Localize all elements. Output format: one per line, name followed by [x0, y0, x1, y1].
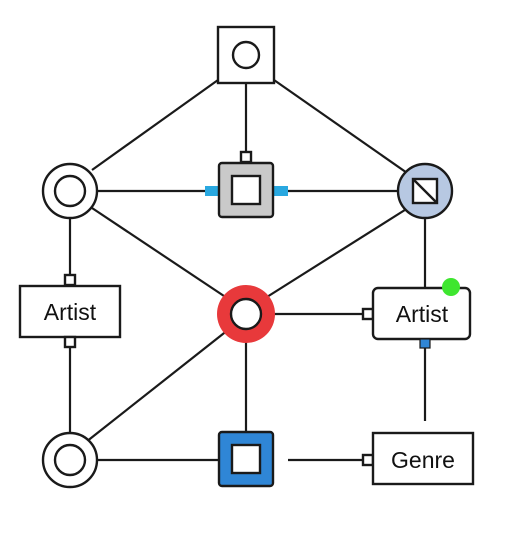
artist-right-label: Artist	[396, 301, 449, 327]
port-connector-left	[361, 307, 375, 321]
port-connector-top	[239, 150, 253, 164]
artist-right-node[interactable]: Artist	[361, 278, 472, 349]
top-square-node[interactable]	[216, 25, 276, 85]
genre-label: Genre	[391, 447, 455, 473]
port-connector-right	[274, 186, 288, 196]
left-circle-bottom-node[interactable]	[41, 431, 99, 489]
diagonal-line-icon	[412, 178, 438, 204]
edge-top-square-to-right-circle	[273, 79, 411, 176]
status-dot-icon	[442, 278, 460, 296]
port-connector-bottom	[419, 338, 431, 349]
edge-left-circle-to-red-hub	[91, 207, 234, 303]
inner-circle-icon	[53, 443, 87, 477]
edge-right-circle-to-red-hub	[258, 207, 409, 303]
artist-left-label: Artist	[44, 299, 97, 325]
edge-top-square-to-left-circle	[91, 79, 219, 171]
port-connector-left	[361, 453, 375, 467]
center-square-node[interactable]	[205, 150, 288, 219]
circle-icon	[231, 40, 261, 70]
port-connector-left	[205, 186, 219, 196]
red-hub-node[interactable]	[217, 285, 275, 343]
edge-red-hub-to-left-circle-bottom	[85, 325, 234, 443]
port-connector-bottom	[63, 335, 77, 349]
port-connector-top	[63, 273, 77, 287]
left-circle-top-node[interactable]	[41, 162, 99, 220]
blue-square-node[interactable]	[217, 430, 275, 488]
right-circle-top-node[interactable]	[396, 162, 454, 220]
artist-left-node[interactable]: Artist	[18, 273, 122, 349]
genre-node[interactable]: Genre	[361, 431, 475, 486]
inner-circle-icon	[53, 174, 87, 208]
inner-square-icon	[230, 174, 262, 206]
edges	[68, 79, 427, 462]
inner-square-icon	[230, 443, 262, 475]
